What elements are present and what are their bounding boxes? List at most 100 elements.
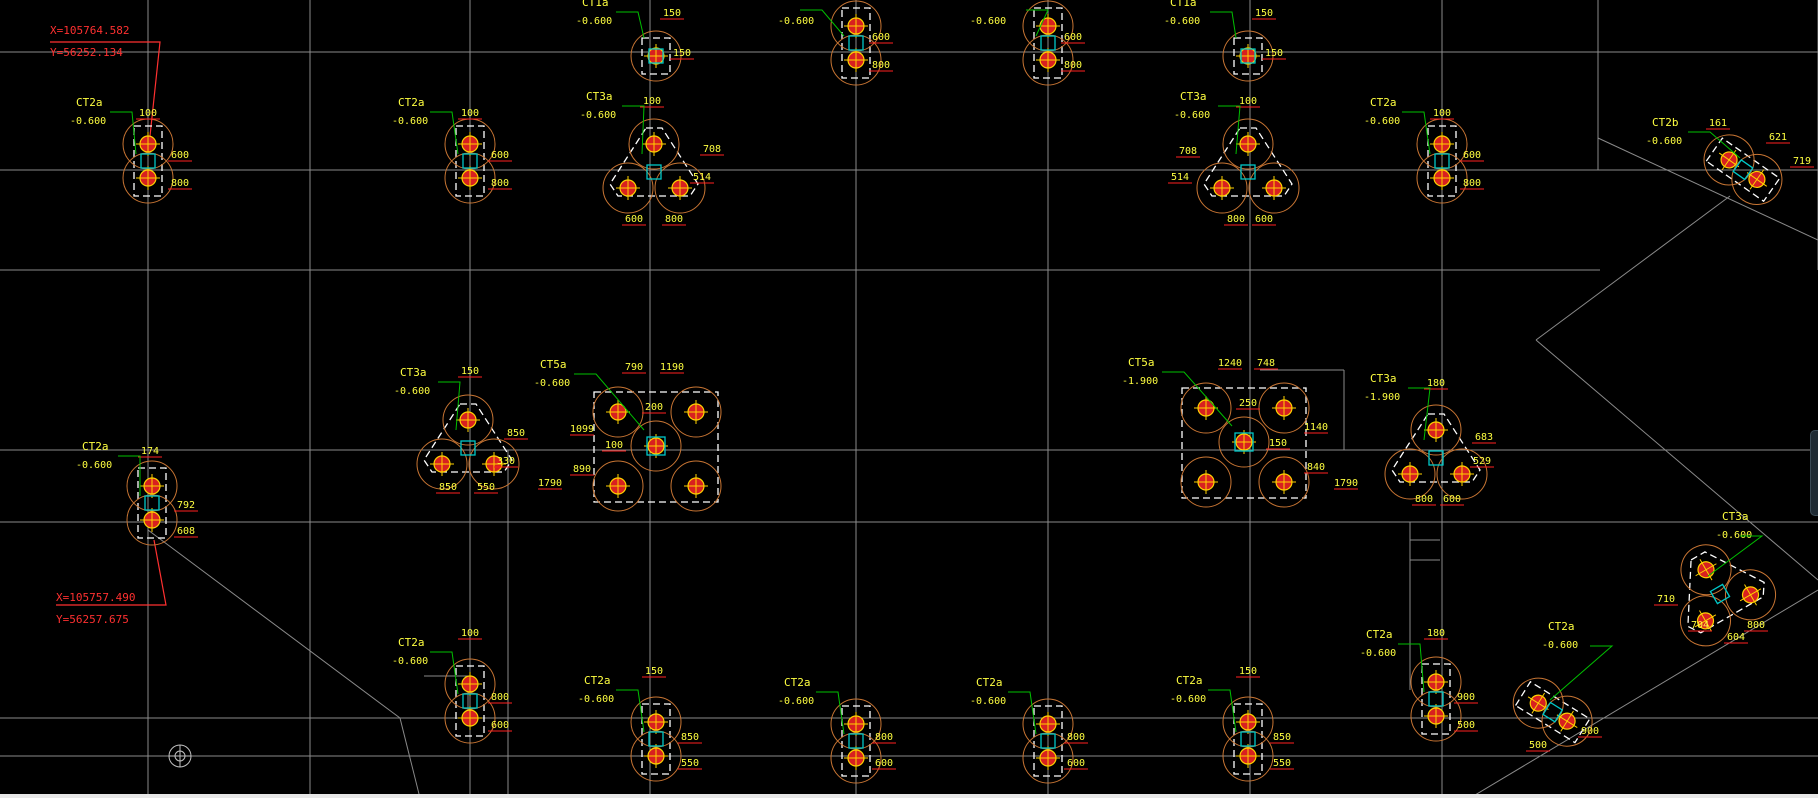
pile-ring	[1679, 595, 1731, 647]
cap-leader-line	[118, 455, 141, 496]
pile-ring	[1180, 382, 1232, 434]
pile-crosshair	[1699, 559, 1713, 581]
column-outline	[144, 495, 160, 511]
dimension-value: 100	[461, 628, 479, 639]
cap-leader-line	[1162, 371, 1233, 427]
cap-type-label: CT2b	[1652, 116, 1679, 129]
dimension-value: 608	[177, 526, 195, 537]
cap-outline	[1705, 137, 1781, 203]
cap-body	[830, 698, 882, 784]
pile-ring	[670, 386, 722, 438]
dimension-value: 790	[625, 362, 643, 373]
cap-outline	[593, 391, 719, 503]
dimension-value: 514	[1171, 172, 1189, 183]
cap-leader-line	[800, 9, 845, 37]
cap-elevation-label: -0.600	[578, 694, 614, 705]
cap-outline	[641, 703, 671, 775]
pile-crosshair	[1699, 610, 1712, 632]
cap-leader-line	[616, 689, 645, 733]
column-outline	[1428, 450, 1444, 466]
side-panel-handle[interactable]	[1810, 430, 1818, 516]
cap-elevation-label: -0.600	[392, 656, 428, 667]
dimension-value: 800	[1227, 214, 1245, 225]
column-outline	[1542, 701, 1564, 723]
dimension-value: 1190	[660, 362, 684, 373]
cap-outline	[1203, 127, 1293, 197]
cap-leader-line	[1707, 535, 1764, 577]
cap-outline	[1687, 551, 1765, 634]
dimension-value: 150	[645, 666, 663, 677]
cap-leader-line	[1408, 387, 1431, 441]
cap-elevation-label: -1.900	[1122, 376, 1158, 387]
cap-elevation-label: -0.600	[778, 696, 814, 707]
pile-ring	[416, 438, 468, 490]
cap-body	[1022, 698, 1074, 784]
coordinate-y: Y=56252.134	[50, 46, 123, 59]
dimension-value: 840	[1307, 462, 1325, 473]
grid-line-diagonal	[399, 717, 421, 798]
pile-ring	[1222, 730, 1274, 782]
column-outline	[648, 731, 664, 747]
dimension-value: 800	[171, 178, 189, 189]
dimension-value: 708	[1179, 146, 1197, 157]
dimension-value: 800	[1463, 178, 1481, 189]
column-outline	[1040, 733, 1056, 749]
cap-body	[630, 30, 682, 82]
pile-ring	[1384, 448, 1436, 500]
cap-body	[1180, 382, 1310, 508]
cap-outline	[841, 7, 871, 79]
pile-crosshair	[1744, 584, 1757, 606]
grid-line-diagonal	[1469, 589, 1818, 798]
dimension-value: 800	[1415, 494, 1433, 505]
pile-ring	[1222, 118, 1274, 170]
column-outline	[460, 440, 476, 456]
pile-ring	[442, 394, 494, 446]
cap-type-label: CT1a	[582, 0, 609, 9]
dimension-value: 100	[643, 96, 661, 107]
dimension-value: 710	[1657, 594, 1675, 605]
column-outline	[1428, 691, 1444, 707]
pile-ring	[468, 438, 520, 490]
cap-leader-line	[574, 373, 645, 431]
pile-ring	[1416, 152, 1468, 204]
dimension-value: 600	[1463, 150, 1481, 161]
cap-leader-line	[438, 381, 461, 431]
dimension-value: 250	[1239, 398, 1257, 409]
cap-outline	[133, 125, 163, 197]
cap-type-label: CT3a	[586, 90, 613, 103]
column-outline	[462, 693, 478, 709]
dimension-value: 792	[177, 500, 195, 511]
dimension-value: 150	[1265, 48, 1283, 59]
coordinate-x: X=105764.582	[50, 24, 129, 37]
cap-leader-line	[1402, 111, 1431, 155]
cap-outline	[1033, 7, 1063, 79]
dimension-value: 704	[1691, 620, 1709, 631]
column-outline	[1040, 35, 1056, 51]
dimension-value: 1140	[1304, 422, 1328, 433]
